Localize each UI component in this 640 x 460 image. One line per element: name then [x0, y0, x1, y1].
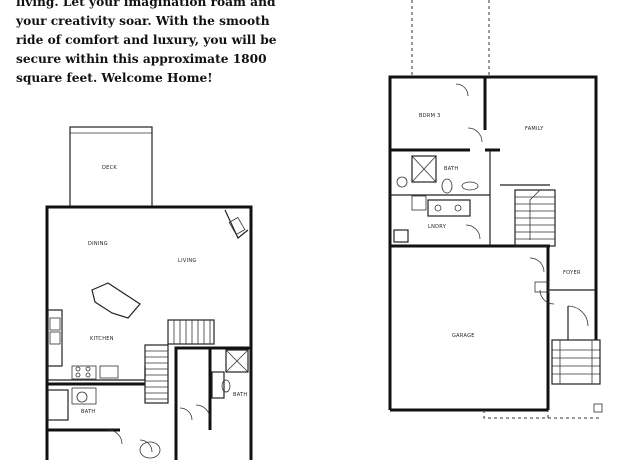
label-family: FAMILY	[525, 126, 544, 132]
intro-line: your creativity soar. With the smooth	[16, 14, 270, 28]
intro-line: living. Let your imagination roam and	[16, 0, 276, 9]
second-floor-exterior-wall	[388, 75, 598, 410]
second-floor-plan: BDRM 3 FAMILY BATH LNDRY FOYER GARAGE	[388, 0, 603, 419]
intro-line: secure within this approximate 1800	[16, 52, 267, 66]
label-bdrm: BDRM 3	[419, 113, 441, 119]
label-living: LIVING	[178, 258, 197, 264]
label-garage: GARAGE	[452, 333, 475, 339]
first-floor-stairs	[144, 319, 215, 404]
label-deck: DECK	[102, 165, 117, 171]
kitchen-island	[91, 282, 141, 319]
second-floor-stairs	[500, 184, 556, 247]
intro-text: living. Let your imagination roam and yo…	[16, 0, 291, 88]
label-laundry: LNDRY	[428, 224, 447, 230]
label-kitchen: KITCHEN	[90, 336, 114, 342]
intro-line: square feet. Welcome Home!	[16, 71, 213, 85]
label-bath-right: BATH	[233, 392, 247, 398]
intro-line: ride of comfort and luxury, you will be	[16, 33, 277, 47]
porch-steps	[551, 339, 601, 385]
label-foyer: FOYER	[563, 270, 581, 276]
label-bath-left: BATH	[81, 409, 95, 415]
first-floor-plan: DECK DINING LIVING KITCHEN BATH BATH	[45, 126, 253, 460]
label-dining: DINING	[88, 241, 108, 247]
first-floor-exterior-wall	[45, 205, 253, 460]
label-bath: BATH	[444, 166, 458, 172]
